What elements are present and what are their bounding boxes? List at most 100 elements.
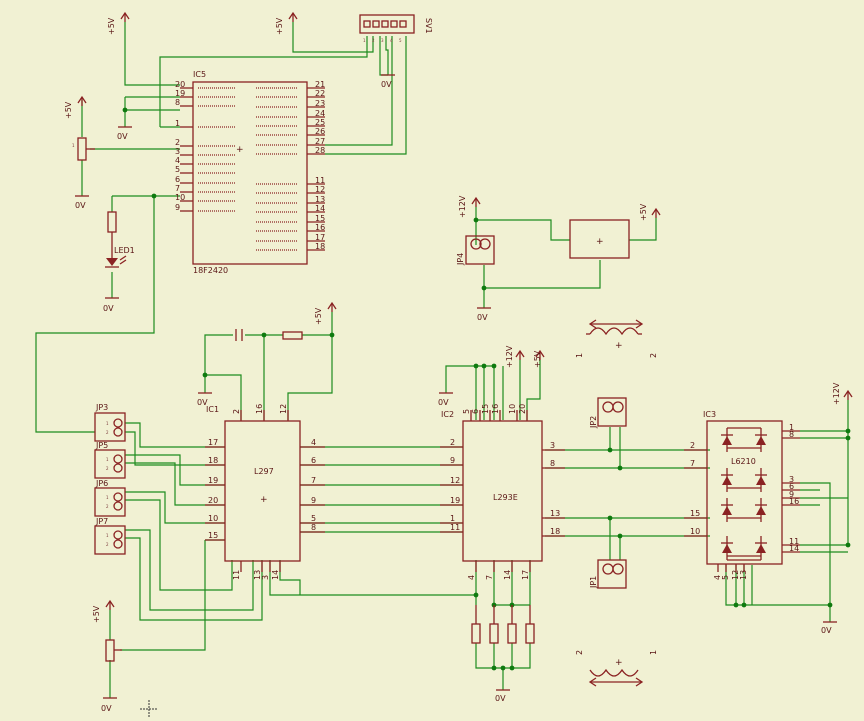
vcc-5v-6: +5V bbox=[639, 203, 661, 221]
svg-text:2: 2 bbox=[372, 38, 375, 43]
ic5-pin-24: 24 bbox=[315, 109, 325, 118]
svg-text:0V: 0V bbox=[101, 704, 112, 713]
svg-text:+: + bbox=[596, 237, 604, 247]
ic3-pin-15: 15 bbox=[690, 509, 700, 518]
jp2-connector[interactable]: JP2 bbox=[589, 397, 627, 429]
ic1-pin-20: 20 bbox=[208, 496, 218, 505]
svg-text:JP6: JP6 bbox=[95, 479, 108, 488]
svg-text:1: 1 bbox=[106, 421, 109, 426]
svg-text:JP4: JP4 bbox=[456, 253, 465, 266]
motor-coil-bottom[interactable]: + 2 1 bbox=[575, 650, 658, 687]
ic3-pin-8: 8 bbox=[789, 430, 794, 439]
svg-text:18F2420: 18F2420 bbox=[193, 266, 228, 275]
gnd-6: 0V bbox=[197, 392, 212, 407]
svg-text:2: 2 bbox=[106, 542, 109, 547]
jp5-connector[interactable]: JP5 12 bbox=[94, 441, 126, 479]
ic5-pin-27: 27 bbox=[315, 137, 325, 146]
ic1-pin-11: 11 bbox=[232, 570, 241, 580]
ic5-pin-12: 12 bbox=[315, 185, 325, 194]
capacitor-c1 bbox=[235, 329, 243, 341]
svg-text:0V: 0V bbox=[381, 80, 392, 89]
ic1-pin-10: 10 bbox=[208, 514, 218, 523]
ic3-pin-2: 2 bbox=[690, 441, 695, 450]
ic5-pin-7: 7 bbox=[175, 184, 180, 193]
ic1-pin-7: 7 bbox=[311, 476, 316, 485]
jp4-connector[interactable]: JP4 bbox=[456, 235, 495, 266]
ic2-pin-3: 3 bbox=[550, 441, 555, 450]
ic2-pin-1: 1 bbox=[450, 514, 455, 523]
ic5-pin-9: 9 bbox=[175, 203, 180, 212]
supply-symbols: +5V +5V +5V +5V +5V +5V +5V +12V +12V +1… bbox=[64, 11, 853, 713]
svg-text:JP1: JP1 bbox=[589, 576, 598, 589]
ic2-pin-4: 4 bbox=[467, 575, 476, 580]
potentiometer-1[interactable]: 1 bbox=[72, 137, 95, 161]
jp1-connector[interactable]: JP1 bbox=[589, 559, 627, 589]
svg-text:1: 1 bbox=[575, 353, 584, 358]
motor-coil-top[interactable]: + 1 2 bbox=[575, 319, 658, 358]
ic1-pin-6: 6 bbox=[311, 456, 316, 465]
svg-text:2: 2 bbox=[106, 466, 109, 471]
ic5-pin-15: 15 bbox=[315, 214, 325, 223]
svg-text:LED1: LED1 bbox=[114, 246, 135, 255]
voltage-regulator[interactable]: + bbox=[569, 219, 630, 259]
svg-text:L6210: L6210 bbox=[731, 457, 756, 466]
ic1-pin-18: 18 bbox=[208, 456, 218, 465]
svg-text:+12V: +12V bbox=[832, 382, 841, 405]
svg-text:+5V: +5V bbox=[107, 17, 116, 35]
svg-text:+5V: +5V bbox=[533, 350, 542, 368]
vcc-5v-7: +5V bbox=[92, 599, 115, 623]
led1[interactable]: LED1 bbox=[105, 211, 135, 268]
svg-text:2: 2 bbox=[575, 650, 584, 655]
svg-text:IC2: IC2 bbox=[441, 410, 454, 419]
jp7-connector[interactable]: JP7 12 bbox=[94, 517, 126, 555]
jp6-connector[interactable]: JP6 12 bbox=[94, 479, 126, 517]
svg-text:0V: 0V bbox=[821, 626, 832, 635]
ic5-microcontroller[interactable]: IC5 18F2420 + 20198123456710921222324252… bbox=[175, 70, 325, 275]
gnd-10: 0V bbox=[821, 621, 837, 635]
gnd-4: 0V bbox=[103, 297, 119, 313]
ic1-pin-2: 2 bbox=[232, 409, 241, 414]
ic2-pin-9: 9 bbox=[450, 456, 455, 465]
ic5-pin-23: 23 bbox=[315, 99, 325, 108]
svg-text:2: 2 bbox=[106, 504, 109, 509]
svg-text:+5V: +5V bbox=[92, 605, 101, 623]
svg-text:0V: 0V bbox=[477, 313, 488, 322]
ic5-pin-18: 18 bbox=[315, 242, 325, 251]
vcc-12v-2: +12V bbox=[505, 345, 525, 368]
ic5-pin-6: 6 bbox=[175, 175, 180, 184]
vcc-5v-3: +5V bbox=[64, 95, 87, 119]
ic5-pin-3: 3 bbox=[175, 147, 180, 156]
ic1-pin-17: 17 bbox=[208, 438, 218, 447]
svg-text:SV1: SV1 bbox=[424, 18, 433, 34]
gnd-3: 0V bbox=[75, 195, 89, 210]
ic5-pin-2: 2 bbox=[175, 138, 180, 147]
svg-text:L293E: L293E bbox=[493, 493, 518, 502]
gnd-9: 0V bbox=[101, 697, 117, 713]
svg-text:0V: 0V bbox=[438, 398, 449, 407]
jp3-connector[interactable]: JP3 12 bbox=[94, 403, 126, 442]
gnd-7: 0V bbox=[438, 392, 453, 407]
svg-text:1: 1 bbox=[649, 650, 658, 655]
ic1-pin-19: 19 bbox=[208, 476, 218, 485]
ic1-pin-16: 16 bbox=[255, 404, 264, 414]
ic1-pin-14: 14 bbox=[271, 570, 280, 580]
ic3-pin-3: 3 bbox=[789, 475, 794, 484]
potentiometer-2[interactable] bbox=[105, 639, 122, 662]
ic5-pin-26: 26 bbox=[315, 127, 325, 136]
svg-text:+12V: +12V bbox=[458, 195, 467, 218]
vcc-5v-4: +5V bbox=[314, 301, 337, 325]
ic5-pin-1: 1 bbox=[175, 119, 180, 128]
ic1-pin-15: 15 bbox=[208, 531, 218, 540]
ic5-pin-16: 16 bbox=[315, 223, 325, 232]
ic3-pin-9: 9 bbox=[789, 490, 794, 499]
ic3-pin-14: 14 bbox=[789, 544, 799, 553]
gnd-2: 0V bbox=[381, 74, 395, 89]
ic5-pin-8: 8 bbox=[175, 98, 180, 107]
svg-text:1: 1 bbox=[106, 533, 109, 538]
